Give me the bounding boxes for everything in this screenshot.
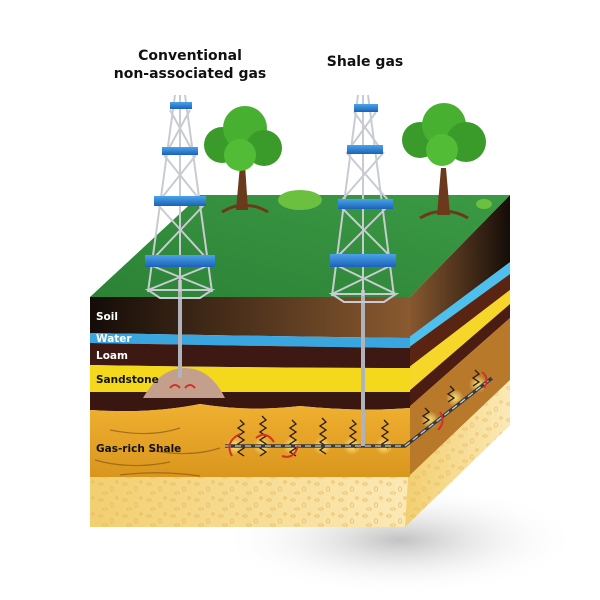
layer-label-loam: Loam [96, 350, 128, 362]
conventional-gas-title: Conventional non-associated gas [100, 47, 280, 83]
conventional-well-pipe [178, 280, 182, 378]
soil-layer [90, 297, 410, 338]
conventional-title-line1: Conventional [138, 48, 242, 64]
layer-label-sandstone: Sandstone [96, 374, 159, 386]
bush-left [278, 190, 322, 210]
right-face [405, 195, 510, 527]
shale-drilling-rig [328, 94, 400, 303]
shale-horizontal-well [225, 369, 494, 458]
water-layer [90, 333, 410, 348]
layer-label-water: Water [96, 333, 132, 345]
shale-layer [90, 404, 410, 477]
bush-right [476, 199, 492, 209]
tree-right [402, 103, 486, 220]
layer-label-soil: Soil [96, 311, 118, 323]
shale-gas-title: Shale gas [326, 54, 404, 70]
tree-left [204, 106, 282, 214]
shale-well-pipe [361, 290, 365, 446]
loam-layer [90, 343, 410, 368]
layer-label-gas-rich-shale: Gas-rich Shale [96, 443, 182, 455]
conventional-gas-trap [143, 368, 225, 398]
conventional-drilling-rig [144, 94, 216, 299]
conventional-title-line2: non-associated gas [113, 66, 267, 82]
